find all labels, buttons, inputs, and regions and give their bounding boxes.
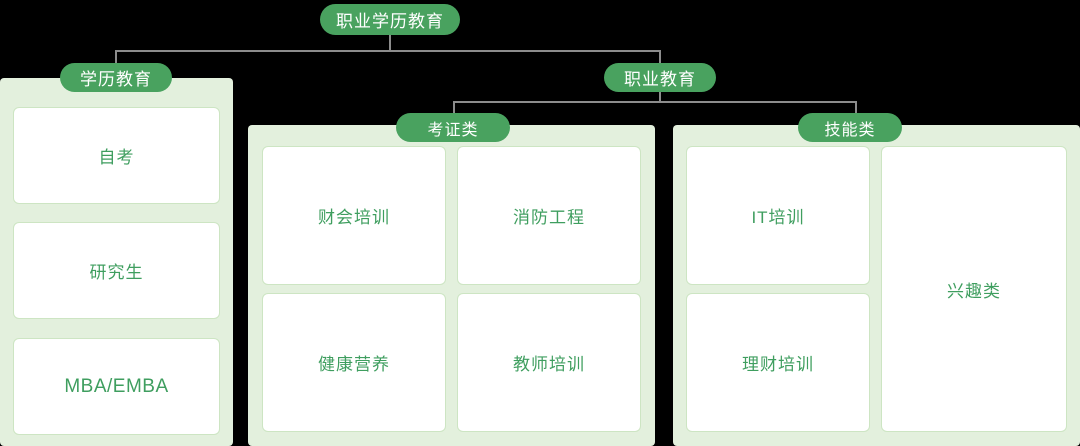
connector-root-stem xyxy=(389,35,391,51)
card-accounting-training[interactable]: 财会培训 xyxy=(262,146,446,285)
node-degree-education[interactable]: 学历教育 xyxy=(60,63,172,92)
node-certification-category[interactable]: 考证类 xyxy=(396,113,510,142)
connector-level1-left-drop xyxy=(115,50,117,64)
card-interest-category[interactable]: 兴趣类 xyxy=(881,146,1067,432)
node-root-vocational-degree-education[interactable]: 职业学历教育 xyxy=(320,4,460,35)
card-graduate-student[interactable]: 研究生 xyxy=(13,222,220,319)
connector-level2-left-drop xyxy=(453,101,455,114)
connector-level1-right-drop xyxy=(659,50,661,64)
card-it-training[interactable]: IT培训 xyxy=(686,146,870,285)
card-teacher-training[interactable]: 教师培训 xyxy=(457,293,641,432)
node-vocational-education[interactable]: 职业教育 xyxy=(604,63,716,92)
connector-level2-stem xyxy=(659,92,661,102)
node-skill-category[interactable]: 技能类 xyxy=(798,113,902,142)
card-fire-engineering[interactable]: 消防工程 xyxy=(457,146,641,285)
card-self-study-exam[interactable]: 自考 xyxy=(13,107,220,204)
connector-level2-bus xyxy=(453,101,857,103)
connector-level1-bus xyxy=(115,50,661,52)
card-financial-training[interactable]: 理财培训 xyxy=(686,293,870,432)
card-health-nutrition[interactable]: 健康营养 xyxy=(262,293,446,432)
card-mba-emba[interactable]: MBA/EMBA xyxy=(13,338,220,435)
connector-level2-right-drop xyxy=(855,101,857,114)
